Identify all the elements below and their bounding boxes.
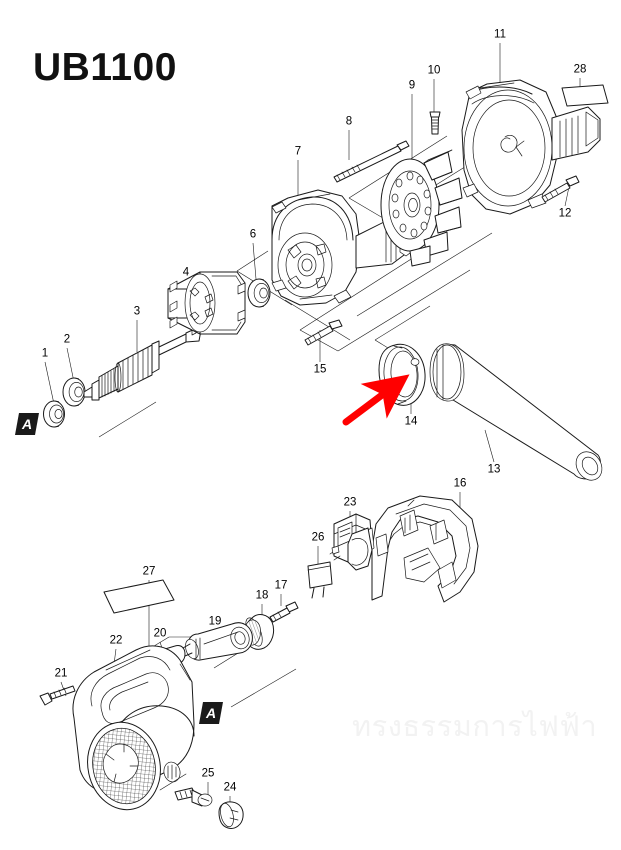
- page-title: UB1100: [33, 46, 177, 89]
- part-13-blower-nozzle-tube: [429, 343, 603, 481]
- callout-24: 24: [223, 781, 237, 794]
- part-28-caution-label: [561, 84, 609, 107]
- callout-6: 6: [249, 228, 257, 241]
- callout-28: 28: [573, 63, 587, 76]
- part-23-trigger-switch: [329, 513, 375, 571]
- callout-10: 10: [427, 64, 441, 77]
- part-24-cord-bushing: [218, 801, 244, 829]
- callout-17: 17: [274, 579, 288, 592]
- callout-11: 11: [494, 28, 506, 41]
- part-6-ball-bearing: [247, 278, 271, 308]
- part-17-tapping-screw: [269, 601, 299, 623]
- callout-22: 22: [109, 634, 123, 647]
- part-26-capacitor: [307, 561, 333, 599]
- callout-4: 4: [182, 266, 190, 279]
- part-8-long-machine-screw: [333, 140, 410, 183]
- part-15-machine-screw: [304, 319, 343, 346]
- part-19-switch-lever-arm: [185, 622, 253, 661]
- callout-13: 13: [487, 463, 501, 476]
- callout-7: 7: [294, 145, 302, 158]
- part-9-impeller-fan: [380, 149, 463, 267]
- part-3-armature-rotor: [83, 326, 202, 401]
- part-2-ball-bearing: [62, 377, 86, 407]
- callout-18: 18: [255, 589, 269, 602]
- callout-14: 14: [404, 415, 418, 428]
- part-25-cord-clamp-screw: [174, 787, 213, 807]
- callout-9: 9: [408, 79, 416, 92]
- callout-20: 20: [153, 627, 167, 640]
- part-16-handle-cover-half: [371, 495, 479, 603]
- callout-12: 12: [558, 207, 572, 220]
- callout-16: 16: [453, 477, 467, 490]
- callout-27: 27: [142, 565, 156, 578]
- part-27-name-plate-label: [103, 579, 175, 614]
- part-11-fan-housing-cover: [461, 79, 601, 215]
- callout-1: 1: [41, 347, 49, 360]
- part-22-motor-housing-body: [72, 645, 195, 811]
- callout-26: 26: [311, 531, 325, 544]
- callout-19: 19: [208, 615, 222, 628]
- part-1-ball-bearing-small: [43, 400, 65, 428]
- assembly-marker-a-1: A: [14, 411, 40, 437]
- part-10-fan-retaining-screw: [429, 111, 441, 135]
- callout-23: 23: [343, 496, 357, 509]
- callout-2: 2: [63, 333, 71, 346]
- assembly-marker-label: A: [21, 416, 33, 432]
- part-4-field-stator-housing: [167, 271, 246, 335]
- assembly-marker-label: A: [205, 705, 217, 721]
- part-12-tapping-screw: [541, 175, 580, 203]
- assembly-marker-a-2: A: [198, 700, 224, 726]
- callout-8: 8: [345, 115, 353, 128]
- callout-3: 3: [133, 305, 141, 318]
- red-highlight-arrow: [342, 374, 410, 426]
- callout-15: 15: [313, 363, 327, 376]
- callout-25: 25: [201, 767, 215, 780]
- watermark-text: ทรงธรรมการไฟฟ้า: [352, 709, 598, 743]
- part-21-tapping-screw: [39, 685, 76, 706]
- callout-21: 21: [54, 667, 68, 680]
